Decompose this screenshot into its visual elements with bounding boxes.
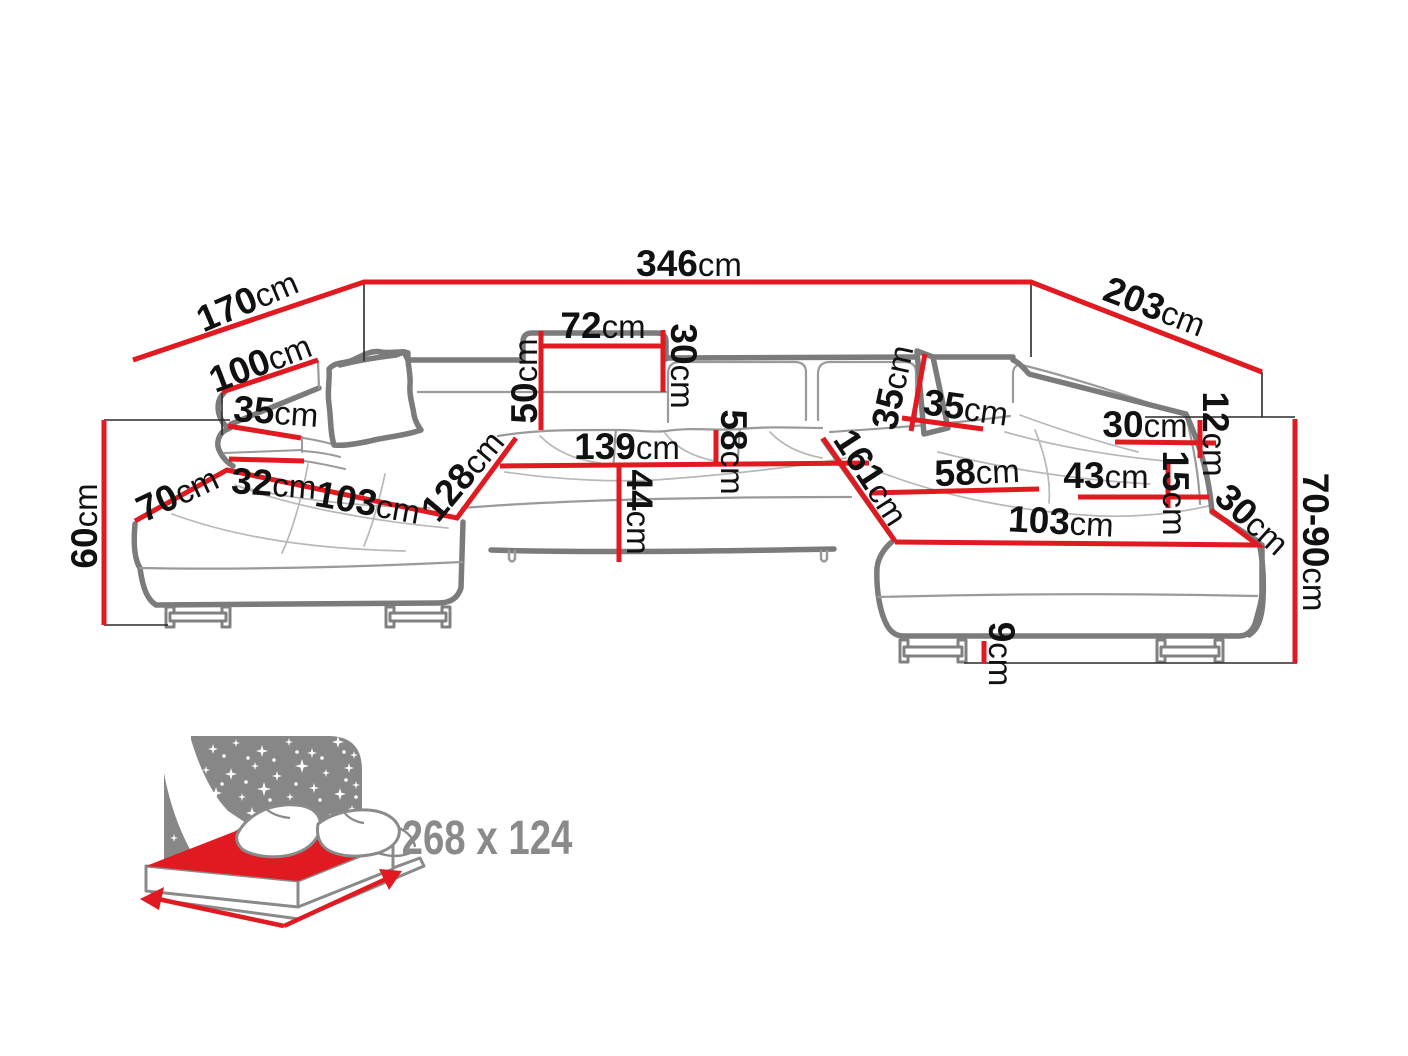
svg-text:268 x 124: 268 x 124 bbox=[402, 812, 573, 865]
svg-text:103cm: 103cm bbox=[1007, 498, 1115, 544]
svg-text:15cm: 15cm bbox=[1155, 450, 1196, 535]
svg-text:43cm: 43cm bbox=[1063, 455, 1148, 496]
svg-text:58cm: 58cm bbox=[713, 409, 754, 494]
svg-text:346cm: 346cm bbox=[636, 243, 742, 284]
svg-text:35cm: 35cm bbox=[232, 388, 320, 435]
svg-text:60cm: 60cm bbox=[64, 483, 105, 568]
svg-text:32cm: 32cm bbox=[230, 460, 318, 507]
svg-text:50cm: 50cm bbox=[504, 338, 545, 423]
svg-text:35cm: 35cm bbox=[921, 381, 1011, 433]
svg-text:58cm: 58cm bbox=[933, 449, 1020, 494]
svg-text:139cm: 139cm bbox=[574, 426, 680, 467]
svg-text:35cm: 35cm bbox=[864, 341, 922, 433]
svg-text:72cm: 72cm bbox=[560, 305, 645, 346]
svg-text:44cm: 44cm bbox=[619, 469, 660, 554]
svg-text:12cm: 12cm bbox=[1195, 391, 1236, 476]
svg-text:9cm: 9cm bbox=[981, 622, 1022, 687]
svg-text:103cm: 103cm bbox=[312, 473, 423, 532]
svg-text:30cm: 30cm bbox=[1102, 404, 1187, 445]
svg-text:70-90cm: 70-90cm bbox=[1295, 473, 1336, 612]
svg-text:30cm: 30cm bbox=[663, 323, 704, 408]
